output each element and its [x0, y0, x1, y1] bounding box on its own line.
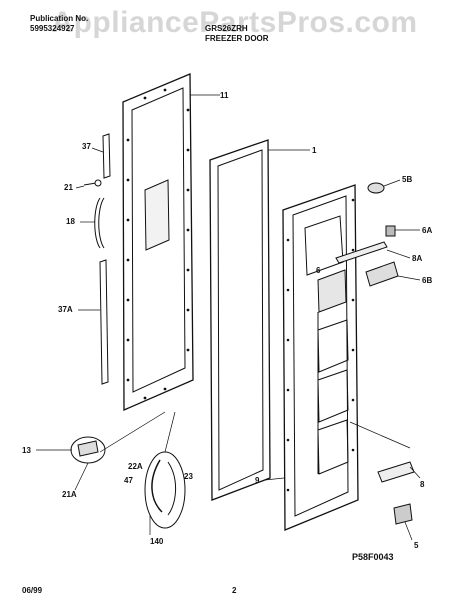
callout-140: 140: [150, 537, 164, 546]
callout-37a: 37A: [58, 305, 73, 314]
callout-13: 13: [22, 446, 31, 455]
callout-22a: 22A: [128, 462, 143, 471]
screw-21: [83, 179, 102, 187]
callout-11: 11: [220, 91, 229, 100]
door-panel: [122, 73, 194, 411]
callout-1: 1: [312, 146, 317, 155]
figure-code: P58F0043: [352, 552, 394, 562]
callout-9: 9: [255, 476, 260, 485]
callout-23: 23: [184, 472, 193, 481]
callout-37: 37: [82, 142, 91, 151]
model-number: GRS26ZRH: [205, 24, 248, 33]
trim-strip-37a: [99, 259, 109, 385]
callout-6a: 6A: [422, 226, 433, 235]
callout-5b: 5B: [402, 175, 413, 184]
part-6a: [385, 225, 396, 237]
part-8a: [335, 241, 388, 264]
trim-strip-37: [102, 133, 111, 179]
publication-number: 5995324927: [30, 24, 75, 33]
footer-date: 06/99: [22, 586, 43, 595]
page-number: 2: [232, 586, 237, 595]
handle-18: [94, 197, 105, 249]
callout-5: 5: [414, 541, 419, 550]
hinge-bracket-13: [70, 436, 106, 464]
part-8: [377, 461, 415, 483]
door-gasket: [209, 139, 271, 501]
callout-21: 21: [64, 183, 73, 192]
part-5: [393, 503, 413, 525]
callout-8a: 8A: [412, 254, 423, 263]
callout-6b: 6B: [422, 276, 433, 285]
callout-21a: 21A: [62, 490, 77, 499]
callout-18: 18: [66, 217, 75, 226]
part-6b: [365, 261, 399, 287]
part-5b: [367, 182, 385, 194]
wire-harness: [144, 451, 186, 529]
section-title: FREEZER DOOR: [205, 34, 269, 43]
callout-6: 6: [316, 266, 321, 275]
door-liner: [282, 184, 359, 531]
publication-label: Publication No.: [30, 14, 89, 23]
callout-47: 47: [124, 476, 133, 485]
callout-8: 8: [420, 480, 425, 489]
watermark: AppliancePartsPros.com: [51, 6, 418, 39]
